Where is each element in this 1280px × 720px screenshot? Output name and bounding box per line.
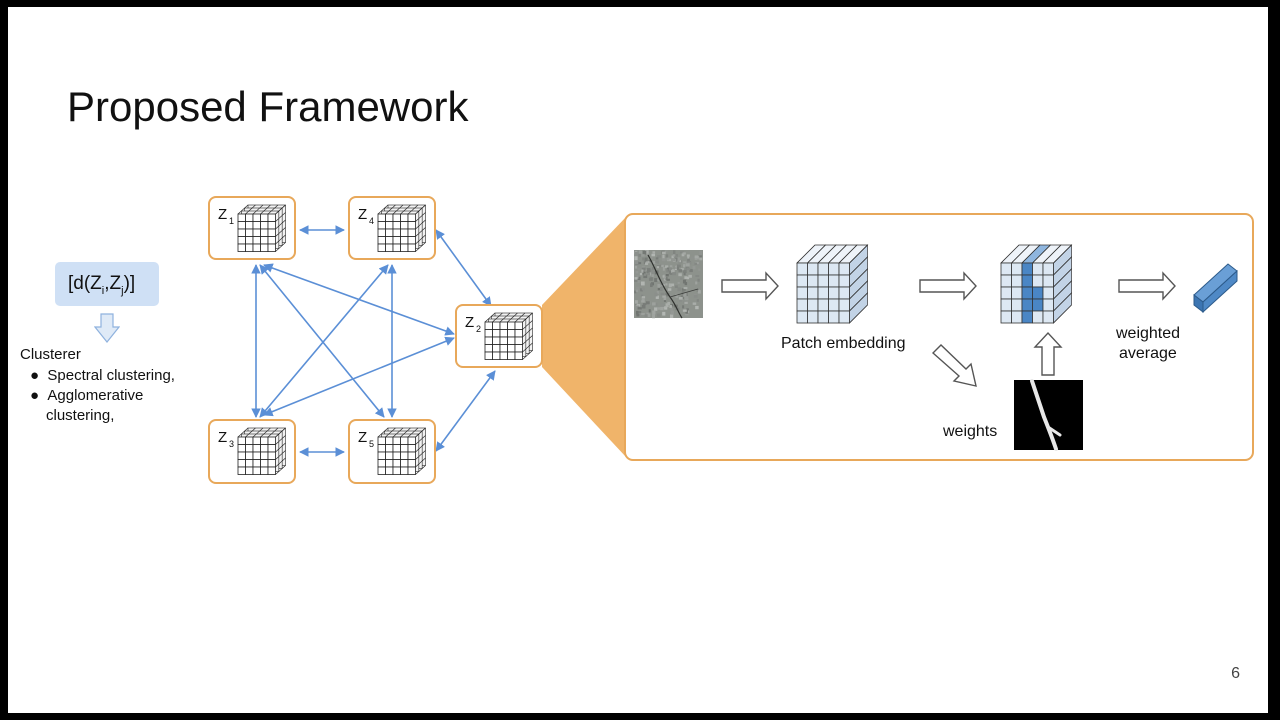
node-grid-cubes xyxy=(237,204,533,475)
detail-panel xyxy=(624,213,1254,461)
zoom-connector xyxy=(542,217,626,457)
patch-embedding-cube xyxy=(796,244,869,324)
svg-text:4: 4 xyxy=(369,216,374,226)
svg-text:3: 3 xyxy=(229,439,234,449)
weights-mask-image xyxy=(1014,379,1083,451)
svg-text:2: 2 xyxy=(476,324,481,334)
clusterer-item-1: ● Spectral clustering, xyxy=(30,367,175,384)
down-arrow-icon xyxy=(94,313,120,343)
texture-patch-image xyxy=(634,250,703,319)
distance-matrix-label: [d(Zi,Zj)] xyxy=(68,273,136,297)
right-arrow-icon xyxy=(919,271,977,301)
weighted-embedding-cube xyxy=(1000,244,1073,324)
clusterer-item-2: ● Agglomerative xyxy=(30,387,144,404)
svg-text:Z: Z xyxy=(465,314,474,331)
distance-matrix-box xyxy=(55,262,159,306)
svg-text:Z: Z xyxy=(358,206,367,223)
bullet-icon: ● xyxy=(30,367,40,384)
bullet-icon: ● xyxy=(30,387,40,404)
graph-edges xyxy=(251,225,496,457)
clusterer-heading: Clusterer xyxy=(20,346,81,363)
right-arrow-icon xyxy=(721,271,779,301)
svg-text:1: 1 xyxy=(229,216,234,226)
up-arrow-icon xyxy=(1033,331,1063,376)
slide: Proposed Framework [d(Zi,Zj)] Clusterer … xyxy=(8,7,1268,713)
weighted-average-label-2: average xyxy=(1119,345,1177,362)
clusterer-item-3: clustering, xyxy=(46,407,115,424)
page-number: 6 xyxy=(1231,665,1240,682)
weights-label: weights xyxy=(942,423,997,440)
patch-embedding-label: Patch embedding xyxy=(781,335,906,352)
diagonal-arrow-icon xyxy=(931,344,977,387)
svg-text:Z: Z xyxy=(218,206,227,223)
framework-diagram: Z 1 Z 4 Z 2 Z 3 Z 5 xyxy=(208,196,1254,484)
output-vector-icon xyxy=(1193,263,1238,314)
svg-text:Z: Z xyxy=(218,429,227,446)
svg-text:Z: Z xyxy=(358,429,367,446)
weighted-average-label-1: weighted xyxy=(1115,325,1180,342)
right-arrow-icon xyxy=(1118,271,1176,301)
slide-title: Proposed Framework xyxy=(67,83,469,130)
svg-text:5: 5 xyxy=(369,439,374,449)
